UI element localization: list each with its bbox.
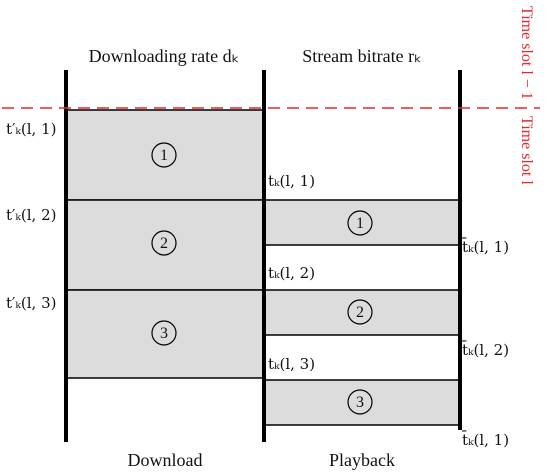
- right-label-2: t̄ₖ(l, 2): [462, 341, 509, 359]
- playback-segment-3-marker: 3: [347, 389, 373, 415]
- left-label-2: t′ₖ(l, 2): [6, 206, 57, 224]
- playback-segment-1-marker: 1: [347, 210, 373, 236]
- mid-label-3: tₖ(l, 3): [268, 355, 315, 373]
- download-footer: Download: [128, 450, 203, 470]
- download-segment-2-marker: 2: [151, 230, 177, 256]
- stream-bitrate-header: Stream bitrate rₖ: [302, 46, 422, 66]
- left-label-3: t′ₖ(l, 3): [6, 294, 57, 312]
- mid-label-2: tₖ(l, 2): [268, 264, 315, 282]
- playback-segment-2-marker: 2: [347, 299, 373, 325]
- right-label-3: t̄ₖ(l, 1): [462, 431, 509, 449]
- time-slot-previous-label: Time slot l − 1: [518, 6, 535, 100]
- download-segment-3-number: 3: [160, 325, 168, 342]
- right-label-1: t̄ₖ(l, 1): [462, 238, 509, 256]
- download-segment-1-marker: 1: [151, 142, 177, 168]
- download-segment-2-number: 2: [160, 235, 168, 252]
- playback-segment-3-number: 3: [356, 394, 364, 411]
- time-slot-current-label: Time slot l: [518, 116, 535, 185]
- left-label-1: t′ₖ(l, 1): [6, 120, 57, 138]
- playback-segment-2-number: 2: [356, 304, 364, 321]
- playback-segment-1-number: 1: [356, 215, 364, 232]
- mid-label-1: tₖ(l, 1): [268, 172, 315, 190]
- playback-footer: Playback: [329, 450, 395, 470]
- download-segment-3: [65, 289, 265, 379]
- download-segment-2: [65, 199, 265, 291]
- download-segment-1-number: 1: [160, 147, 168, 164]
- downloading-rate-header: Downloading rate dₖ: [89, 46, 240, 66]
- download-segment-3-marker: 3: [151, 320, 177, 346]
- download-segment-1: [65, 109, 265, 201]
- playback-segment-2: [263, 289, 461, 336]
